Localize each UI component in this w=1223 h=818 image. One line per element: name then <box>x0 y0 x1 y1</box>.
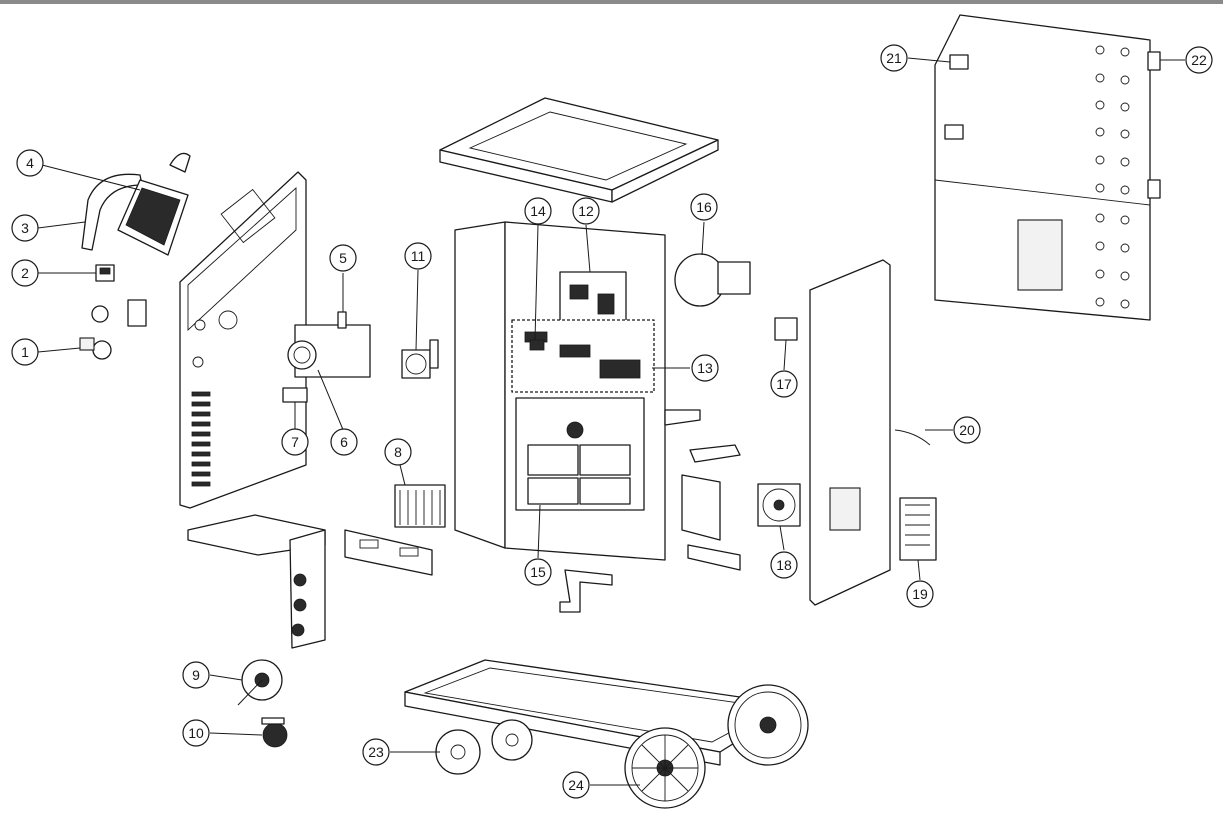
callout-3: 3 <box>11 214 39 242</box>
part-17-relay <box>774 317 798 341</box>
callout-label: 2 <box>21 265 29 281</box>
part-11-fan <box>401 339 439 379</box>
callout-21: 21 <box>880 44 908 72</box>
part-13-main-board <box>511 319 655 393</box>
callout-label: 20 <box>959 422 975 438</box>
callout-2: 2 <box>11 259 39 287</box>
callout-6: 6 <box>330 428 358 456</box>
part-24-wheel <box>624 684 809 809</box>
callout-18: 18 <box>770 551 798 579</box>
callout-13: 13 <box>691 354 719 382</box>
callout-label: 8 <box>394 444 402 460</box>
callout-label: 14 <box>530 203 546 219</box>
callout-label: 1 <box>21 344 29 360</box>
part-2-switch <box>95 264 115 282</box>
callout-label: 11 <box>411 248 426 264</box>
part-8-heatsink <box>394 484 446 528</box>
part-6-coil <box>287 340 317 370</box>
right-brackets <box>681 444 741 571</box>
callout-15: 15 <box>524 558 552 586</box>
part-1-connector <box>79 299 147 360</box>
callout-4: 4 <box>16 149 44 177</box>
right-side-panel <box>809 259 891 606</box>
callout-23: 23 <box>362 738 390 766</box>
part-15-power-board <box>515 397 645 511</box>
handle-strip <box>559 569 613 613</box>
part-23-caster <box>435 719 533 775</box>
callout-14: 14 <box>524 197 552 225</box>
callout-label: 18 <box>776 557 792 573</box>
callout-label: 24 <box>568 777 584 793</box>
callout-7: 7 <box>281 428 309 456</box>
callout-8: 8 <box>384 438 412 466</box>
part-10-motor <box>261 717 288 748</box>
callout-label: 17 <box>776 376 792 392</box>
callout-label: 12 <box>578 203 594 219</box>
top-cover <box>439 97 719 203</box>
left-side-panel <box>179 171 307 509</box>
bottom-bracket <box>187 514 326 649</box>
callout-19: 19 <box>906 580 934 608</box>
callout-label: 13 <box>697 360 713 376</box>
callout-label: 16 <box>696 199 712 215</box>
callout-label: 15 <box>530 564 546 580</box>
callout-label: 10 <box>188 725 204 741</box>
callout-10: 10 <box>182 719 210 747</box>
leader-lines <box>37 57 1185 786</box>
part-16-cap <box>674 253 751 307</box>
callout-label: 5 <box>339 250 347 266</box>
callout-12: 12 <box>572 197 600 225</box>
callout-label: 19 <box>912 586 928 602</box>
callout-label: 21 <box>886 50 902 66</box>
part-7-relay <box>282 387 308 403</box>
callout-22: 22 <box>1185 46 1213 74</box>
callout-label: 3 <box>21 220 29 236</box>
callout-label: 23 <box>368 744 384 760</box>
small-board <box>344 529 433 576</box>
part-20-cable <box>894 429 931 446</box>
part-12-board <box>559 271 627 328</box>
top-rule <box>0 0 1223 4</box>
callout-24: 24 <box>562 771 590 799</box>
callout-label: 4 <box>26 155 34 171</box>
callout-1: 1 <box>11 338 39 366</box>
callout-label: 7 <box>291 434 299 450</box>
callout-11: 11 <box>404 242 432 270</box>
rear-panel <box>934 14 1161 321</box>
callout-17: 17 <box>770 370 798 398</box>
callout-5: 5 <box>329 244 357 272</box>
callout-label: 6 <box>340 434 348 450</box>
callout-9: 9 <box>182 661 210 689</box>
part-9-fan-wheel <box>237 659 283 706</box>
callout-label: 22 <box>1191 52 1207 68</box>
callout-label: 9 <box>192 667 200 683</box>
part-19-filter <box>899 497 937 561</box>
part-18-fan <box>757 483 801 527</box>
part-4-control-board <box>117 152 191 256</box>
callout-20: 20 <box>953 416 981 444</box>
part-14-component <box>529 339 545 351</box>
callout-16: 16 <box>690 193 718 221</box>
